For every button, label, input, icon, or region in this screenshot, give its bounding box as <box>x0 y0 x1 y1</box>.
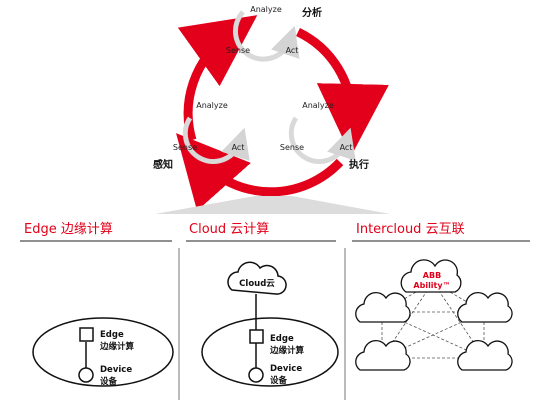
right-sense-label: Sense <box>280 143 304 152</box>
cloud-bottom-right <box>457 339 513 371</box>
cloud-label: Cloud云 <box>239 279 275 289</box>
main-cycle <box>176 15 389 211</box>
cloud-top-left <box>355 291 411 323</box>
abb-label-line2: Ability™ <box>413 281 450 290</box>
cloud-edge-node-cn: 边缘计算 <box>269 345 305 356</box>
left-sense-label: Sense <box>173 143 197 152</box>
edge-node-en: Edge <box>100 330 124 340</box>
cloud-edge-node-en: Edge <box>270 334 294 344</box>
top-cycle-label: 分析 <box>302 6 322 19</box>
right-analyze-label: Analyze <box>302 101 334 110</box>
top-analyze-label: Analyze <box>250 5 282 14</box>
cloud-diagram: Cloud云 Edge 边缘计算 Device 设备 <box>201 261 339 387</box>
top-sense-label: Sense <box>226 46 250 55</box>
cloud-shape <box>227 261 287 295</box>
cycle-arrow-bottom <box>176 133 344 211</box>
abb-label-line1: ABB <box>423 271 441 280</box>
section-title-edge: Edge 边缘计算 <box>24 222 113 237</box>
left-act-label: Act <box>232 143 245 152</box>
section-title-cloud: Cloud 云计算 <box>189 222 269 237</box>
device-node-en: Device <box>100 365 132 375</box>
cloud-device-node-circle <box>248 367 264 383</box>
cloud-center-abb <box>400 259 462 293</box>
small-cycle-left: Analyze Sense Act 感知 <box>153 101 250 171</box>
left-analyze-label: Analyze <box>196 101 228 110</box>
edge-ellipse <box>32 317 174 387</box>
cloud-bottom-left <box>355 339 411 371</box>
right-act-label: Act <box>340 143 353 152</box>
top-act-label: Act <box>286 46 299 55</box>
cloud-top-right <box>457 291 513 323</box>
right-cycle-label: 执行 <box>349 158 369 171</box>
cycle-arrow-left <box>177 15 258 142</box>
funnel-shape <box>155 196 390 214</box>
cloud-device-node-en: Device <box>270 364 302 374</box>
small-cycle-right: Analyze Sense Act 执行 <box>280 101 369 171</box>
device-node-cn: 设备 <box>100 376 118 387</box>
section-title-intercloud: Intercloud 云互联 <box>356 222 465 237</box>
edge-diagram: Edge 边缘计算 Device 设备 <box>32 317 174 387</box>
cloud-edge-node-square <box>249 329 264 344</box>
left-cycle-label: 感知 <box>153 158 173 171</box>
intercloud-diagram: ABB Ability™ <box>355 259 513 371</box>
cloud-ellipse <box>201 317 339 387</box>
cycle-arrow-top-right <box>295 27 389 156</box>
edge-node-cn: 边缘计算 <box>99 341 135 352</box>
cloud-device-node-cn: 设备 <box>270 375 288 386</box>
small-cycle-top: Analyze Sense Act 分析 <box>226 5 322 62</box>
device-node-circle <box>78 367 94 383</box>
edge-node-square <box>79 327 94 342</box>
